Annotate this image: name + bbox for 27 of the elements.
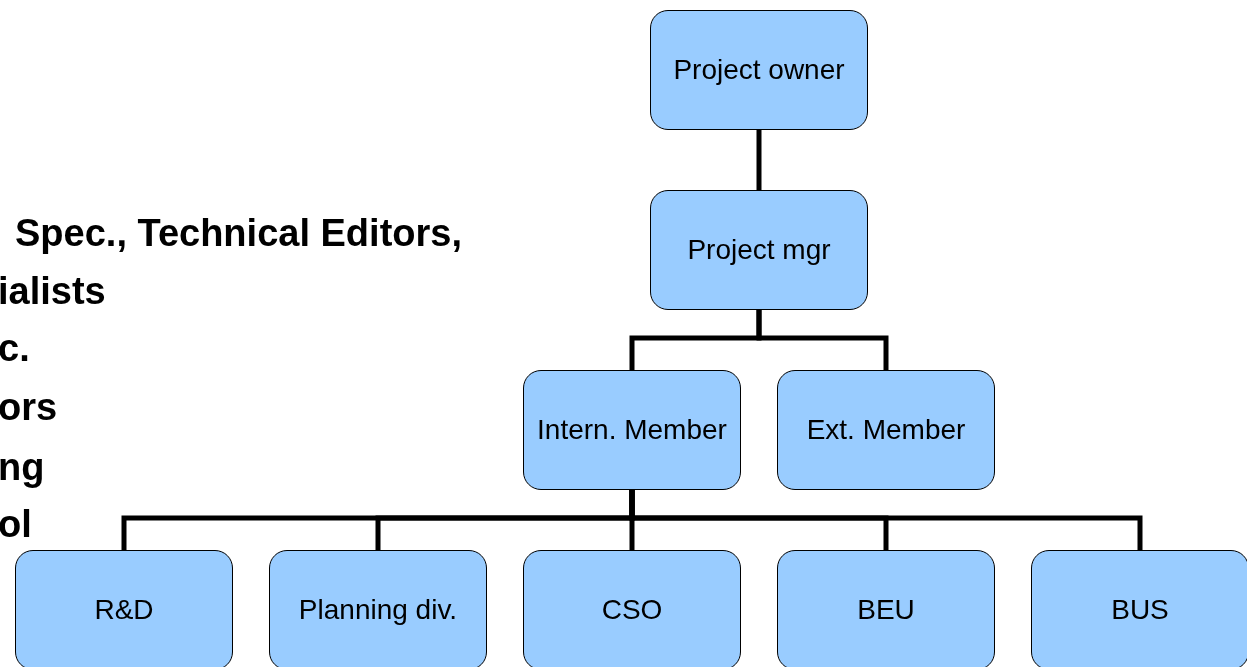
box-label: Intern. Member — [537, 414, 727, 446]
body-text: c. — [0, 329, 30, 367]
box-label: CSO — [601, 594, 663, 626]
org-box — [15, 550, 233, 667]
body-text: ol — [0, 505, 32, 543]
org-box — [650, 10, 868, 130]
org-box — [1031, 550, 1247, 667]
body-text: ors — [0, 388, 58, 426]
org-box — [650, 190, 868, 310]
connector-line — [629, 490, 1143, 550]
body-text: ng — [0, 448, 45, 486]
box-label: R&D — [94, 594, 154, 626]
org-box — [777, 550, 995, 667]
box-label: Ext. Member — [806, 414, 966, 446]
body-text: Spec., Technical Editors, — [15, 214, 462, 252]
body-text: ialists — [0, 272, 106, 310]
org-box — [523, 550, 741, 667]
box-label: Project mgr — [687, 234, 831, 266]
box-label: BEU — [857, 594, 915, 626]
connector-line — [756, 310, 889, 370]
connector-line — [756, 130, 762, 190]
box-label: BUS — [1111, 594, 1169, 626]
org-box — [777, 370, 995, 490]
org-box — [269, 550, 487, 667]
org-box — [523, 370, 741, 490]
box-label: Project owner — [673, 54, 845, 86]
box-label: Planning div. — [298, 594, 458, 626]
